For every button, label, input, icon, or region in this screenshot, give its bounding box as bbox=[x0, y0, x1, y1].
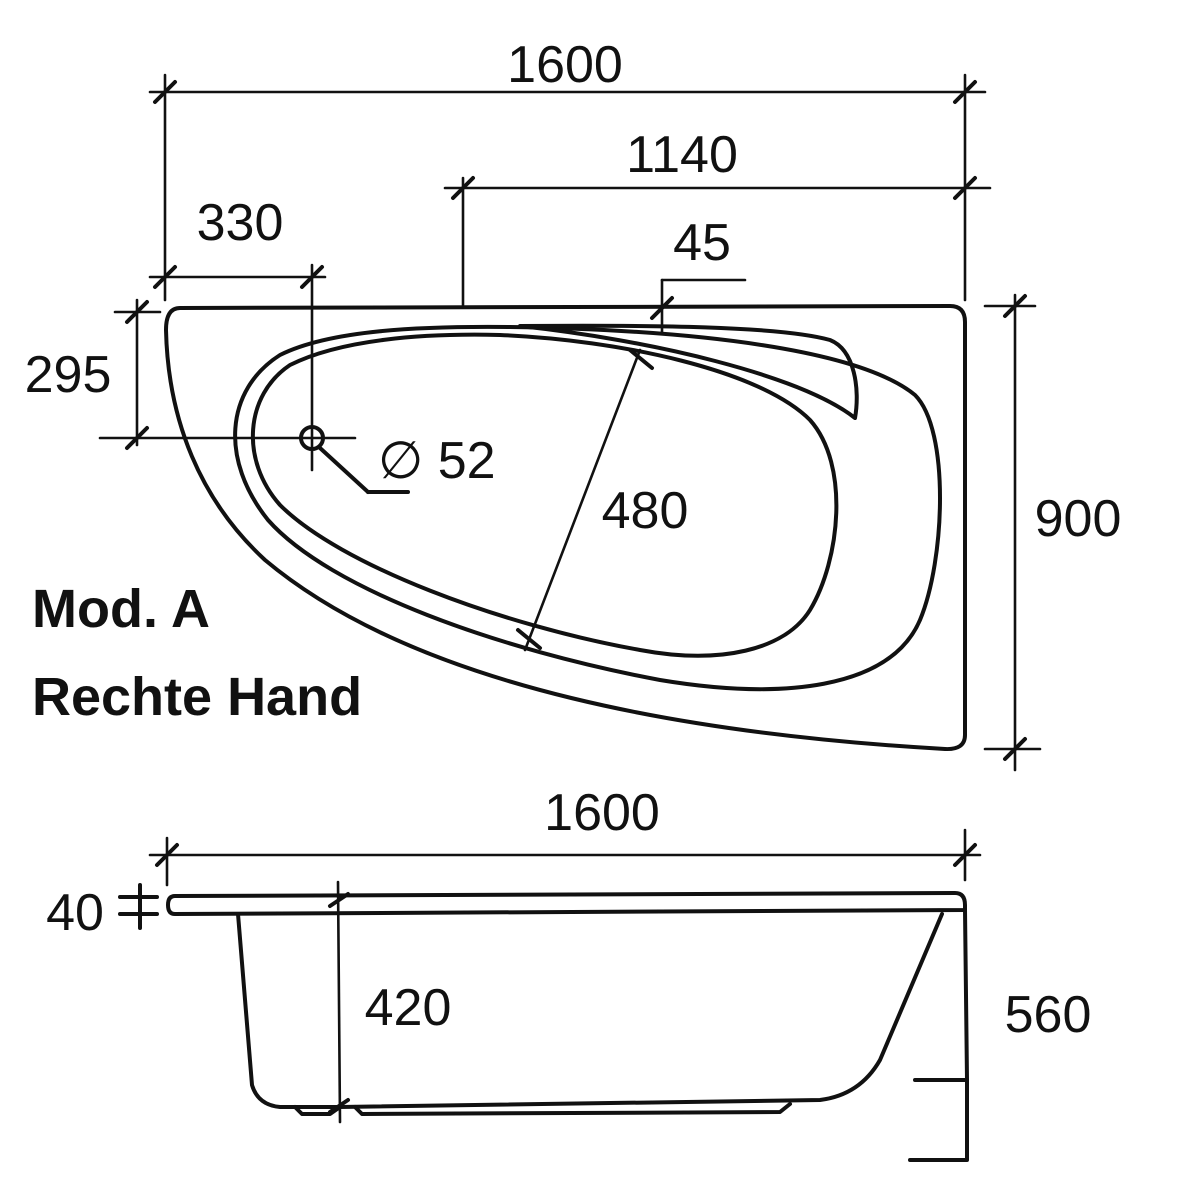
side-view: 1600 40 420 560 bbox=[46, 784, 1092, 1162]
drain: ∅ 52 bbox=[299, 263, 496, 494]
tub-rim-outline bbox=[233, 324, 942, 692]
dim-overall-length-side: 1600 bbox=[148, 784, 982, 887]
dim-basin-depth: 420 bbox=[328, 880, 452, 1124]
dim-overall-width: 900 bbox=[983, 293, 1122, 772]
dim-label: 420 bbox=[365, 979, 452, 1037]
dim-basin-width: 480 bbox=[516, 348, 689, 652]
top-view: 1600 1140 330 295 bbox=[25, 36, 1122, 772]
tub-outer-outline bbox=[164, 304, 967, 752]
tub-rim-side bbox=[166, 891, 967, 916]
dim-label: ∅ 52 bbox=[378, 432, 496, 490]
dim-drain-offset-y: 295 bbox=[25, 298, 357, 450]
tub-headrest bbox=[518, 323, 859, 420]
dim-label: 40 bbox=[46, 884, 104, 942]
tub-end-panel bbox=[913, 908, 969, 1082]
dim-drain-offset-x: 330 bbox=[148, 194, 327, 289]
dim-label: 330 bbox=[197, 194, 284, 252]
dim-overall-length-top: 1600 bbox=[148, 36, 987, 302]
dim-label: 900 bbox=[1035, 490, 1122, 548]
model-title-line-1: Mod. A bbox=[32, 579, 210, 639]
tub-basin-outline bbox=[250, 332, 839, 658]
dim-label: 1140 bbox=[626, 126, 738, 184]
dim-label: 560 bbox=[1005, 986, 1092, 1044]
dim-rim-width: 45 bbox=[650, 214, 747, 334]
dim-label: 1600 bbox=[544, 784, 660, 842]
dim-height-bracket bbox=[908, 1078, 969, 1162]
dim-rim-thickness: 40 bbox=[46, 883, 159, 942]
dim-label: 295 bbox=[25, 346, 112, 404]
drain-icon bbox=[299, 425, 325, 451]
model-label: Mod. A Rechte Hand bbox=[32, 579, 362, 727]
dim-label: 1600 bbox=[507, 36, 623, 94]
model-title-line-2: Rechte Hand bbox=[32, 667, 362, 727]
dim-label: 45 bbox=[673, 214, 731, 272]
dim-label: 480 bbox=[602, 482, 689, 540]
dim-straight-edge: 1140 bbox=[443, 126, 992, 307]
tub-body-side bbox=[236, 912, 944, 1109]
